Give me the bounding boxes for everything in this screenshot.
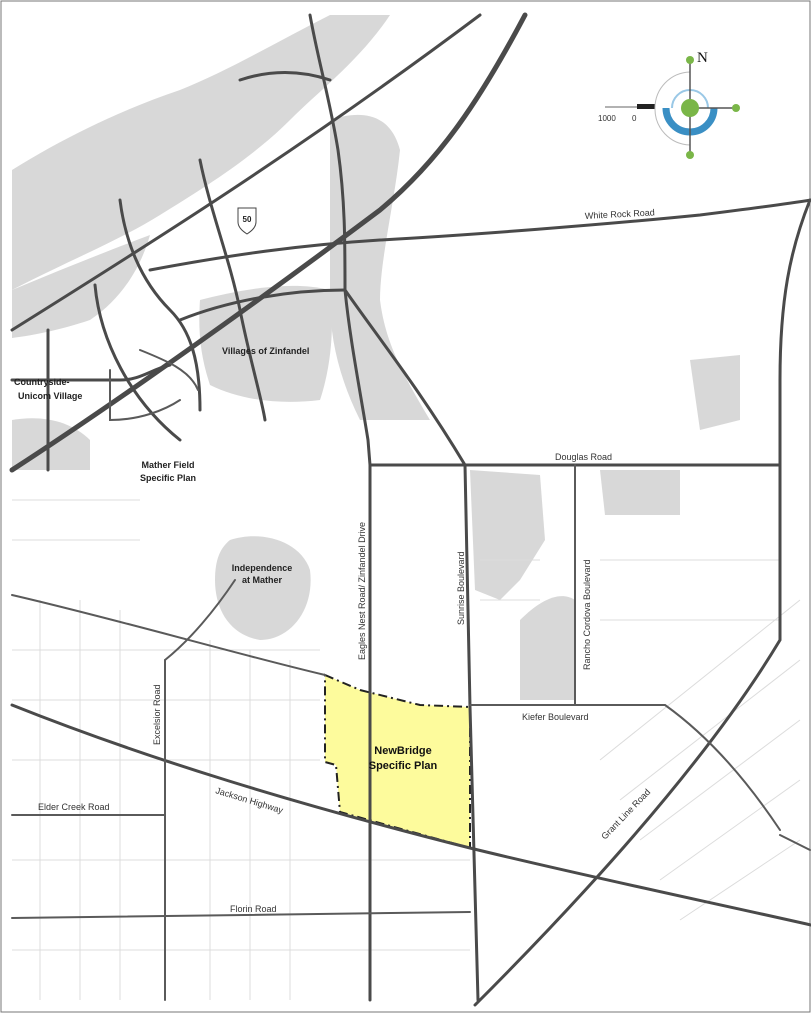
major-roads xyxy=(9,12,811,1007)
independence-label-1: Independence xyxy=(232,563,293,573)
kiefer-east xyxy=(779,834,811,851)
scale-bar: 1000 0 xyxy=(598,104,655,123)
douglas-road-label: Douglas Road xyxy=(555,452,612,462)
florin-road xyxy=(11,911,471,919)
loop-road-b xyxy=(118,198,202,412)
loop-road-a xyxy=(93,283,182,442)
highway-50 xyxy=(9,12,528,473)
highway-50-label: 50 xyxy=(243,215,252,224)
white-rock-road xyxy=(148,198,811,272)
loop-road-c xyxy=(198,158,267,422)
loop-road-d xyxy=(109,369,181,422)
independence-spur xyxy=(164,579,236,661)
elder-creek-road-label: Elder Creek Road xyxy=(38,802,110,812)
loop-road-e xyxy=(139,349,199,391)
jackson-highway xyxy=(10,703,811,927)
countryside-label-1: Countryside- xyxy=(14,377,70,387)
grant-line-road xyxy=(473,198,811,1007)
cross-road-b xyxy=(238,71,332,82)
highway-50-shield: 50 xyxy=(237,207,257,235)
secondary-roads xyxy=(11,349,811,1001)
countryside-road xyxy=(10,363,172,382)
scale-label-0: 0 xyxy=(632,114,637,123)
road-upper-jackson xyxy=(11,594,326,676)
north-arrow-icon: N xyxy=(654,50,740,159)
cross-road-a xyxy=(178,288,347,322)
mather-label-2: Specific Plan xyxy=(140,473,196,483)
scale-label-1000: 1000 xyxy=(598,114,616,123)
white-rock-road-label: White Rock Road xyxy=(585,207,655,221)
countryside-label-2: Unicom Village xyxy=(18,391,82,401)
rancho-cordova-boulevard-label: Rancho Cordova Boulevard xyxy=(582,559,592,670)
folsom-blvd xyxy=(10,13,482,332)
independence-label-2: at Mather xyxy=(242,575,283,585)
kiefer-boulevard xyxy=(469,704,781,831)
sunrise-boulevard xyxy=(343,288,480,1002)
excelsior-road-label: Excelsior Road xyxy=(152,684,162,745)
zinfandel-label: Villages of Zinfandel xyxy=(222,346,309,356)
eagles-nest-road xyxy=(308,13,372,1002)
kiefer-boulevard-label: Kiefer Boulevard xyxy=(522,712,589,722)
eagles-nest-road-label: Eagles Nest Road/ Zinfandel Drive xyxy=(357,522,367,660)
north-label: N xyxy=(697,50,708,66)
florin-road-label: Florin Road xyxy=(230,904,277,914)
newbridge-label-2: Specific Plan xyxy=(369,760,438,772)
mather-label-1: Mather Field xyxy=(141,460,194,470)
newbridge-label-1: NewBridge xyxy=(374,745,431,757)
sunrise-boulevard-label: Sunrise Boulevard xyxy=(456,551,466,625)
